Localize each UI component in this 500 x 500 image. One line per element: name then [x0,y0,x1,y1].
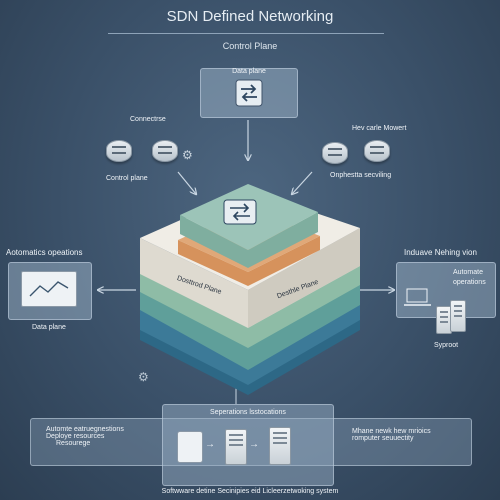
bottom-left-line: Deploye resources [46,433,105,440]
switch-icon [235,79,263,107]
left-panel [8,262,92,320]
right-panel-footer: Syproot [434,342,459,349]
left-router-caption: Control plane [106,175,148,182]
arrow-left-diag [177,171,196,194]
title-divider [108,33,384,34]
right-panel-line1: Automate [453,269,483,276]
data-plane-box-label: Data plane [232,68,266,75]
server-icon [269,427,291,465]
bottom-right-line: Mhane newk hew mrioics [352,428,431,435]
arrow-right-icon: → [205,439,215,450]
right-panel-heading: Induave Nehing vion [404,248,477,257]
right-panel-line2: operations [453,279,486,286]
bottom-center-heading: Seperations lsstocations [210,409,286,416]
right-router-caption: Onphestta secviling [330,172,392,179]
data-plane-box: Data plane [200,68,298,118]
left-panel-heading: Aotomatics opeations [6,248,83,257]
router-icon [322,142,348,164]
bottom-left-line: Automte eatruegnestions [46,426,124,433]
database-icon [177,431,203,463]
page-title: SDN Defined Networking [166,8,334,25]
left-router-label: Connectrse [130,116,166,123]
network-stack [140,184,360,395]
graph-icon [29,281,69,297]
right-router-label: Hev carle Mowert [352,125,407,132]
left-panel-footer: Data plane [32,324,66,331]
arrow-right-icon: → [249,439,259,450]
laptop-icon [404,288,431,306]
server-icon [450,300,466,332]
bottom-left-text: Automte eatruegnestions Deploye resource… [46,426,124,447]
footer-caption: Softwware detine Secinipies eid Licleerz… [161,488,339,495]
server-icon [225,429,247,465]
page-subtitle: Control Plane [222,41,278,51]
bottom-right-text: Mhane newk hew mrioics romputer seuuecti… [352,428,431,442]
bottom-center-panel: Seperations lsstocations → → [162,404,334,486]
router-icon [152,140,178,162]
gear-icon: ⚙ [138,370,149,384]
arrow-right-diag [292,171,313,194]
router-icon [364,140,390,162]
bottom-right-line: romputer seuuectity [352,435,414,442]
bottom-left-line: Resourege [56,440,91,447]
monitor-icon [21,271,77,307]
router-icon [106,140,132,162]
gear-icon: ⚙ [182,148,193,162]
